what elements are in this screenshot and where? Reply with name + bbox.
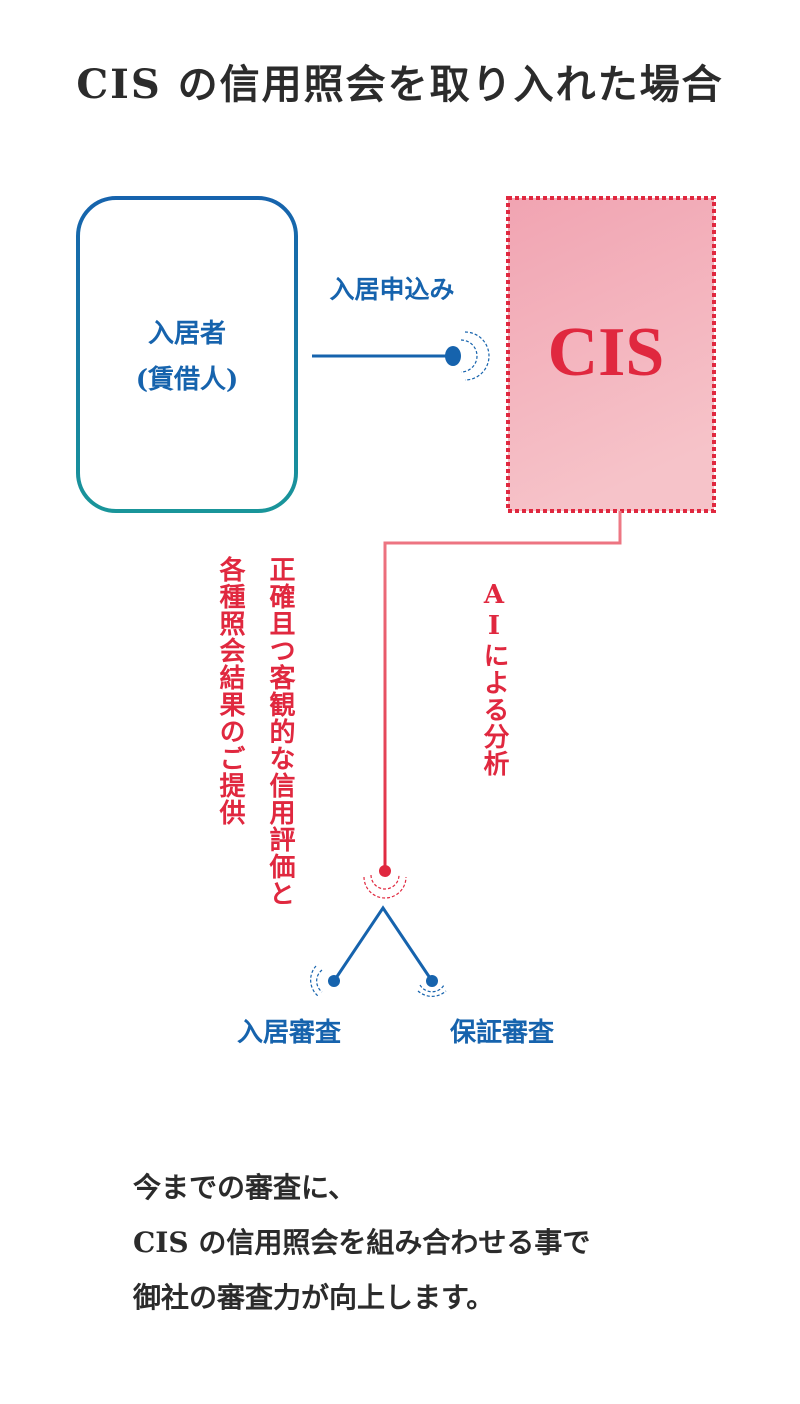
summary-line-2: CIS の信用照会を組み合わせる事で (133, 1226, 591, 1259)
cis-box (506, 196, 716, 513)
summary-text: 今までの審査に、 CIS の信用照会を組み合わせる事で 御社の審査力が向上します… (133, 1160, 773, 1325)
tenant-box (76, 196, 298, 513)
credit-evaluation-text: 正確且つ客観的な信用評価と (265, 556, 295, 907)
summary-line-1: 今までの審査に、 (133, 1171, 357, 1204)
application-endpoint-dot (445, 346, 461, 366)
summary-line-3: 御社の審査力が向上します。 (133, 1281, 495, 1314)
review-split-connector (332, 905, 434, 982)
guarantee-review-dot (426, 975, 438, 987)
tenant-label-line2: (賃借人) (136, 365, 239, 395)
application-label: 入居申込み (329, 275, 454, 304)
resident-review-dot (328, 975, 340, 987)
analysis-endpoint-dot (379, 865, 391, 877)
ai-analysis-text: AIによる分析 (479, 580, 509, 777)
signal-waves-icon (363, 874, 407, 899)
tenant-label-line1: 入居者 (148, 319, 226, 349)
results-provided-text: 各種照会結果のご提供 (215, 556, 245, 826)
page-title: CIS の信用照会を取り入れた場合 (76, 61, 724, 108)
signal-waves-icon (310, 965, 447, 997)
cis-label: CIS (548, 314, 665, 391)
analysis-connector (383, 511, 622, 866)
resident-review-label: 入居審査 (237, 1018, 341, 1048)
guarantee-review-label: 保証審査 (449, 1017, 554, 1048)
signal-waves-icon (460, 331, 490, 381)
